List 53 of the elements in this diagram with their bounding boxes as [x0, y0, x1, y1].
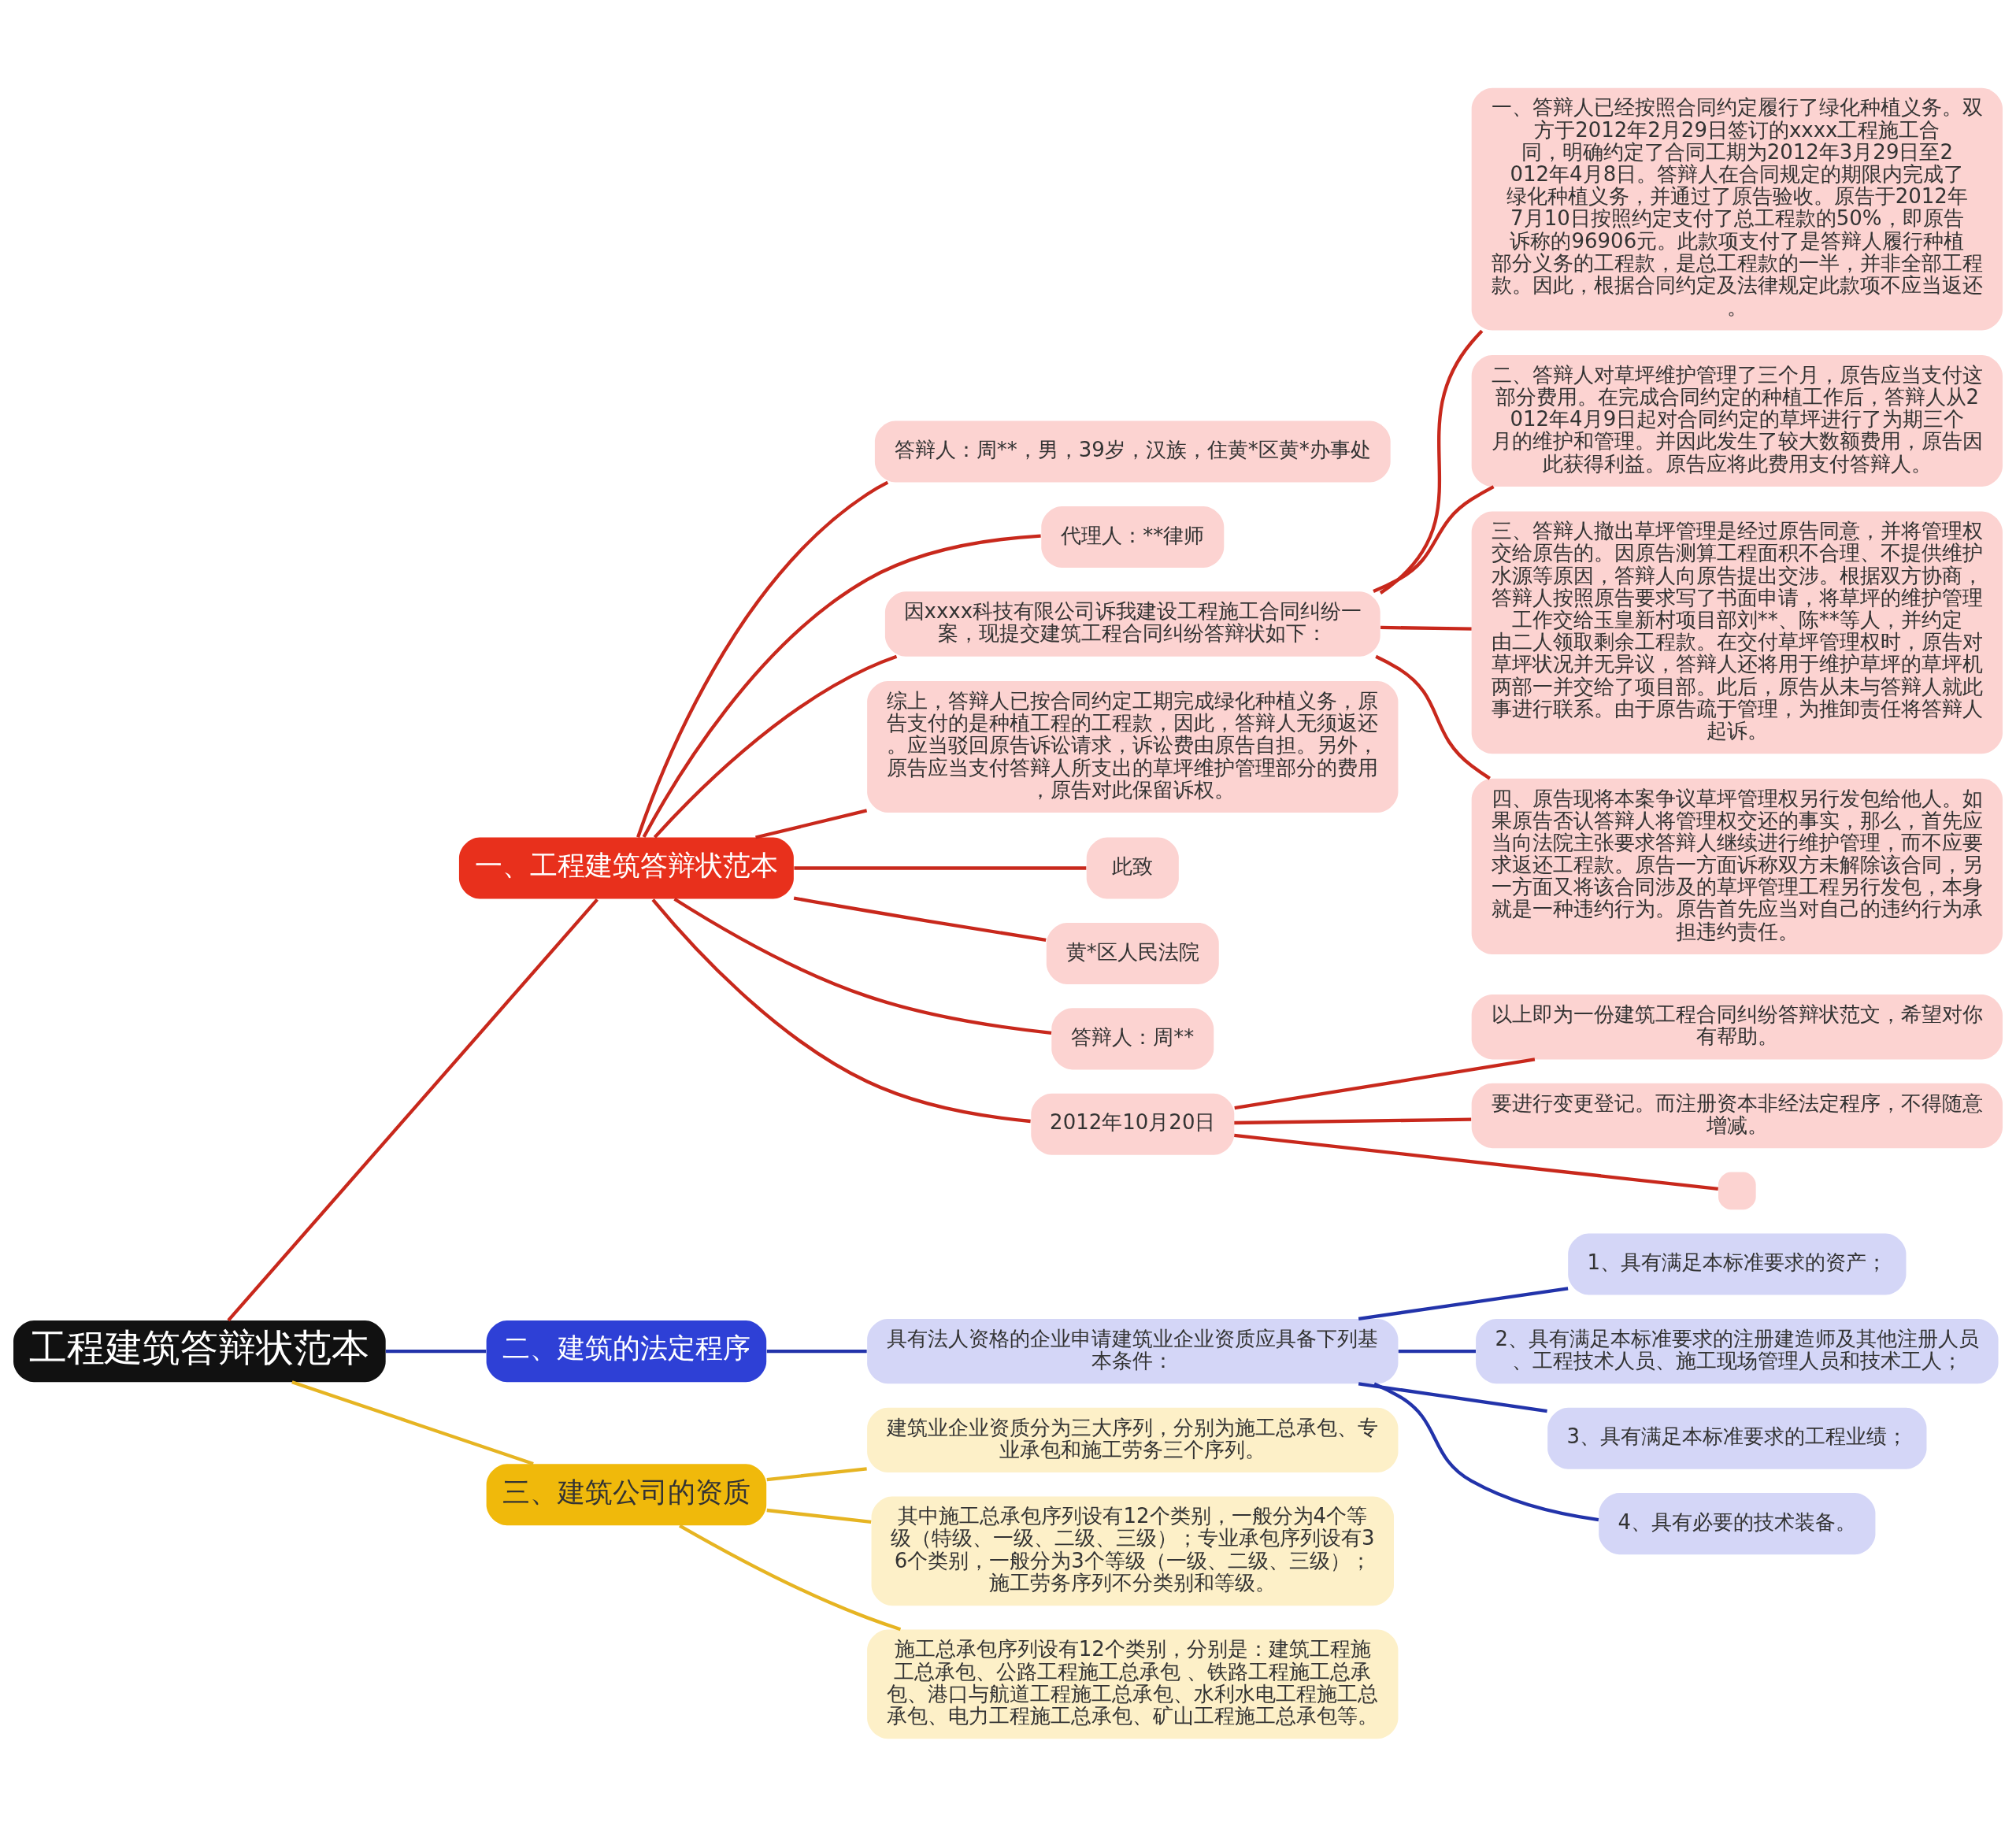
connector [1379, 329, 1484, 594]
connector [291, 1380, 534, 1465]
node-box: 工程建筑答辩状范本 [13, 1320, 386, 1382]
node-box: 以上即为一份建筑工程合同纠纷答辩状范文，希望对你有帮助。 [1471, 994, 2003, 1059]
node-box: 二、答辩人对草坪维护管理了三个月，原告应当支付这部分费用。在完成合同约定的种植工作后，答辩人从2012年4月9日起对合同约定的草坪进行了为期三个月的维护和管理。并因此发生了较大数额费用，原告因此获得利益。原告应将此费用支付答辩人。 [1471, 354, 2003, 487]
node-box: 三、建筑公司的资质 [486, 1463, 767, 1525]
connector [1373, 1382, 1599, 1521]
node-box: 要进行变更登记。而注册资本非经法定程序，不得随意增减。 [1471, 1083, 2003, 1148]
node-box: 一、工程建筑答辩状范本 [458, 837, 794, 899]
node-box: 3、具有满足本标准要求的工程业绩； [1547, 1407, 1927, 1469]
node-box: 答辩人：周** [1051, 1007, 1214, 1069]
connector [755, 808, 868, 839]
node-box: 其中施工总承包序列设有12个类别，一般分为4个等级（特级、一级、二级、三级）；专业承包序列设有36个类别，一般分为3个等级（一级、二级、三级）；施工劳务序列不分类别和等级。 [871, 1495, 1394, 1606]
connector [794, 865, 1087, 870]
node-box: 因xxxx科技有限公司诉我建设工程施工合同纠纷一案，现提交建筑工程合同纠纷答辩状如下： [884, 591, 1380, 657]
connector [653, 654, 898, 839]
node-box: 建筑业企业资质分为三大序列，分别为施工总承包、专业承包和施工劳务三个序列。 [867, 1407, 1399, 1472]
connector [766, 1349, 867, 1353]
node-box: 综上，答辩人已按合同约定工期完成绿化种植义务，原告支付的是种植工程的工程款，因此，答辩人无须返还。应当驳回原告诉讼请求，诉讼费由原告自担。另外，原告应当支付答辩人所支出的草坪维护管理部分的费用，原告对此保留诉权。 [867, 680, 1399, 813]
connector [766, 1466, 867, 1481]
connector [679, 1524, 902, 1631]
node-box: 代理人：**律师 [1041, 506, 1225, 568]
node-box: 一、答辩人已经按照合同约定履行了绿化种植义务。双方于2012年2月29日签订的xxxx工程施工合同，明确约定了合同工期为2012年3月29日至2012年4月8日。答辩人在合同规定的期限内完成了绿化种植义务，并通过了原告验收。原告于2012年7月10日按照约定支付了总工程款的50%，即原告诉称的96906元。此款项支付了是答辩人履行种植部分义务的工程款，是总工程款的一半，并非全部工程款。因此，根据合同约定及法律规定此款项不应当返还。 [1471, 87, 2003, 331]
node-box: 四、原告现将本案争议草坪管理权另行发包给他人。如果原告否认答辩人将管理权交还的事实，那么，首先应当向法院主张要求答辩人继续进行维护管理，而不应要求返还工程款。原告一方面诉称双方未解除该合同，另一方面又将该合同涉及的草坪管理工程另行发包，本身就是一种违约行为。原告首先应当对自己的违约行为承担违约责任。 [1471, 778, 2003, 954]
connector [642, 534, 1041, 838]
connector [1380, 625, 1472, 631]
connector [1234, 1057, 1536, 1109]
node-box: 2、具有满足本标准要求的注册建造师及其他注册人员、工程技术人员、施工现场管理人员和技术工人； [1476, 1318, 1999, 1383]
connector [1358, 1286, 1569, 1320]
connector [1373, 484, 1495, 593]
node-box: 黄*区人民法院 [1046, 922, 1219, 984]
connector [1375, 654, 1491, 780]
node-box: 4、具有必要的技术装备。 [1599, 1492, 1876, 1554]
connector [766, 1508, 872, 1524]
node-box: 施工总承包序列设有12个类别，分别是：建筑工程施工总承包、公路工程施工总承包 、铁路工程施工总承包、港口与航道工程施工总承包、水利水电工程施工总承包、电力工程施工总承包、矿山工程施工总承包等。 [867, 1629, 1399, 1739]
connector [673, 897, 1052, 1035]
node-box: 此致 [1086, 837, 1179, 899]
connector [1234, 1117, 1472, 1124]
node-box: 答辩人：周**，男，39岁，汉族，住黄*区黄*办事处 [874, 420, 1391, 483]
connector [1398, 1349, 1476, 1353]
node-box: 具有法人资格的企业申请建筑业企业资质应具备下列基本条件： [867, 1318, 1399, 1383]
node-box: 三、答辩人撤出草坪管理是经过原告同意，并将管理权交给原告的。因原告测算工程面积不合理、不提供维护水源等原因，答辩人向原告提出交涉。根据双方协商，答辩人按照原告要求写了书面申请，将草坪的维护管理工作交给玉皇新村项目部刘**、陈**等人，并约定由二人领取剩余工程款。在交付草坪管理权时，原告对草坪状况并无异议，答辩人还将用于维护草坪的草坪机两部一并交给了项目部。此后，原告从未与答辩人就此事进行联系。由于原告疏于管理，为推卸责任将答辩人起诉。 [1471, 510, 2003, 754]
node-box: 2012年10月20日 [1031, 1093, 1235, 1155]
connector [385, 1349, 487, 1353]
node-box [1718, 1172, 1756, 1209]
connector [1234, 1133, 1718, 1191]
connector [793, 895, 1047, 942]
connector [1358, 1381, 1547, 1413]
connector [636, 480, 889, 838]
connector [651, 898, 1031, 1123]
node-box: 二、建筑的法定程序 [486, 1320, 767, 1382]
connector [227, 898, 598, 1321]
node-box: 1、具有满足本标准要求的资产； [1568, 1233, 1907, 1295]
